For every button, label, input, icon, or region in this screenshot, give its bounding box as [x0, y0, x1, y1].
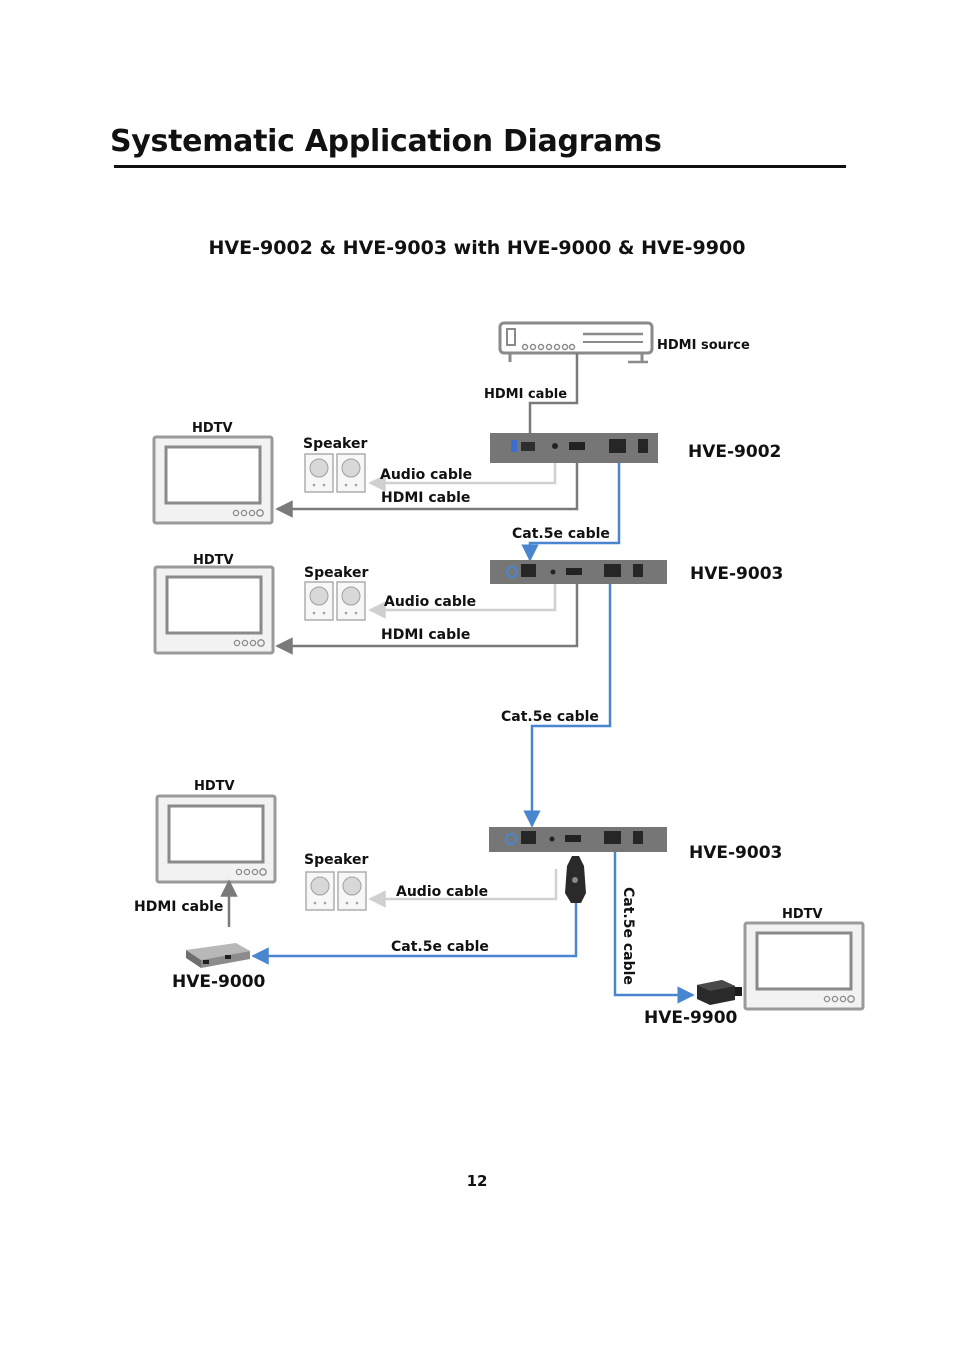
- hdmi-source-icon: [498, 321, 654, 364]
- hve-9003-a-device: [490, 560, 667, 584]
- hdmi-source-label: HDMI source: [657, 338, 750, 353]
- hve-9003-a-label: HVE-9003: [690, 564, 783, 584]
- speaker-3-icon: [305, 871, 367, 911]
- audio-cable-2-line: [368, 584, 557, 619]
- speaker-1-icon: [304, 453, 366, 493]
- page-title: Systematic Application Diagrams: [110, 124, 662, 159]
- hve-9000-label: HVE-9000: [172, 972, 266, 992]
- hve-9002-device: [490, 433, 658, 463]
- speaker-1-label: Speaker: [303, 436, 367, 452]
- cat5e-cable-2-label: Cat.5e cable: [501, 709, 599, 725]
- cat5e-cable-1-label: Cat.5e cable: [512, 526, 610, 542]
- hdmi-cable-2-label: HDMI cable: [381, 627, 470, 643]
- hdtv-4-label: HDTV: [782, 907, 823, 922]
- hve-9003-b-label: HVE-9003: [689, 843, 782, 863]
- title-underline: [114, 165, 846, 168]
- hve-9003-b-device: [489, 827, 667, 852]
- hdtv-1-icon: [152, 435, 274, 525]
- hdmi-cable-source-label: HDMI cable: [484, 387, 567, 402]
- cat5e-cable-3-label: Cat.5e cable: [391, 939, 489, 955]
- hdmi-cable-source-line: [528, 353, 579, 433]
- hdtv-2-icon: [153, 565, 275, 655]
- audio-cable-3-line: [368, 869, 558, 908]
- cat5e-cable-2-line: [523, 584, 612, 828]
- hve-9002-label: HVE-9002: [688, 442, 781, 462]
- hdmi-cable-1-label: HDMI cable: [381, 490, 470, 506]
- speaker-2-label: Speaker: [304, 565, 368, 581]
- hdtv-4-icon: [743, 921, 865, 1011]
- cat5e-cable-1-line: [521, 463, 621, 562]
- cat5e-cable-4-label: Cat.5e cable: [620, 887, 636, 985]
- hdtv-1-label: HDTV: [192, 421, 233, 436]
- diagram-subtitle: HVE-9002 & HVE-9003 with HVE-9000 & HVE-…: [208, 237, 746, 259]
- cat5e-cable-3-line: [251, 903, 578, 965]
- hdtv-3-label: HDTV: [194, 779, 235, 794]
- audio-cable-1-line: [368, 463, 557, 492]
- speaker-3-label: Speaker: [304, 852, 368, 868]
- audio-cable-2-label: Audio cable: [384, 594, 476, 610]
- hve-9900-label: HVE-9900: [644, 1008, 738, 1028]
- audio-cable-3-label: Audio cable: [396, 884, 488, 900]
- hdtv-2-label: HDTV: [193, 553, 234, 568]
- audio-cable-1-label: Audio cable: [380, 467, 472, 483]
- hdtv-3-icon: [155, 794, 277, 884]
- page-number: 12: [466, 1172, 488, 1190]
- hdmi-cable-3-label: HDMI cable: [134, 899, 223, 915]
- hdmi-cable-2-line: [275, 584, 579, 655]
- hdmi-cable-1-line: [275, 463, 579, 518]
- hve-9900-device: [697, 980, 742, 1005]
- speaker-2-icon: [304, 581, 366, 621]
- cat5e-cable-4-line: [613, 852, 695, 1004]
- hve-9000-device: [186, 943, 250, 968]
- cable-splitter-plug-icon: [565, 856, 586, 903]
